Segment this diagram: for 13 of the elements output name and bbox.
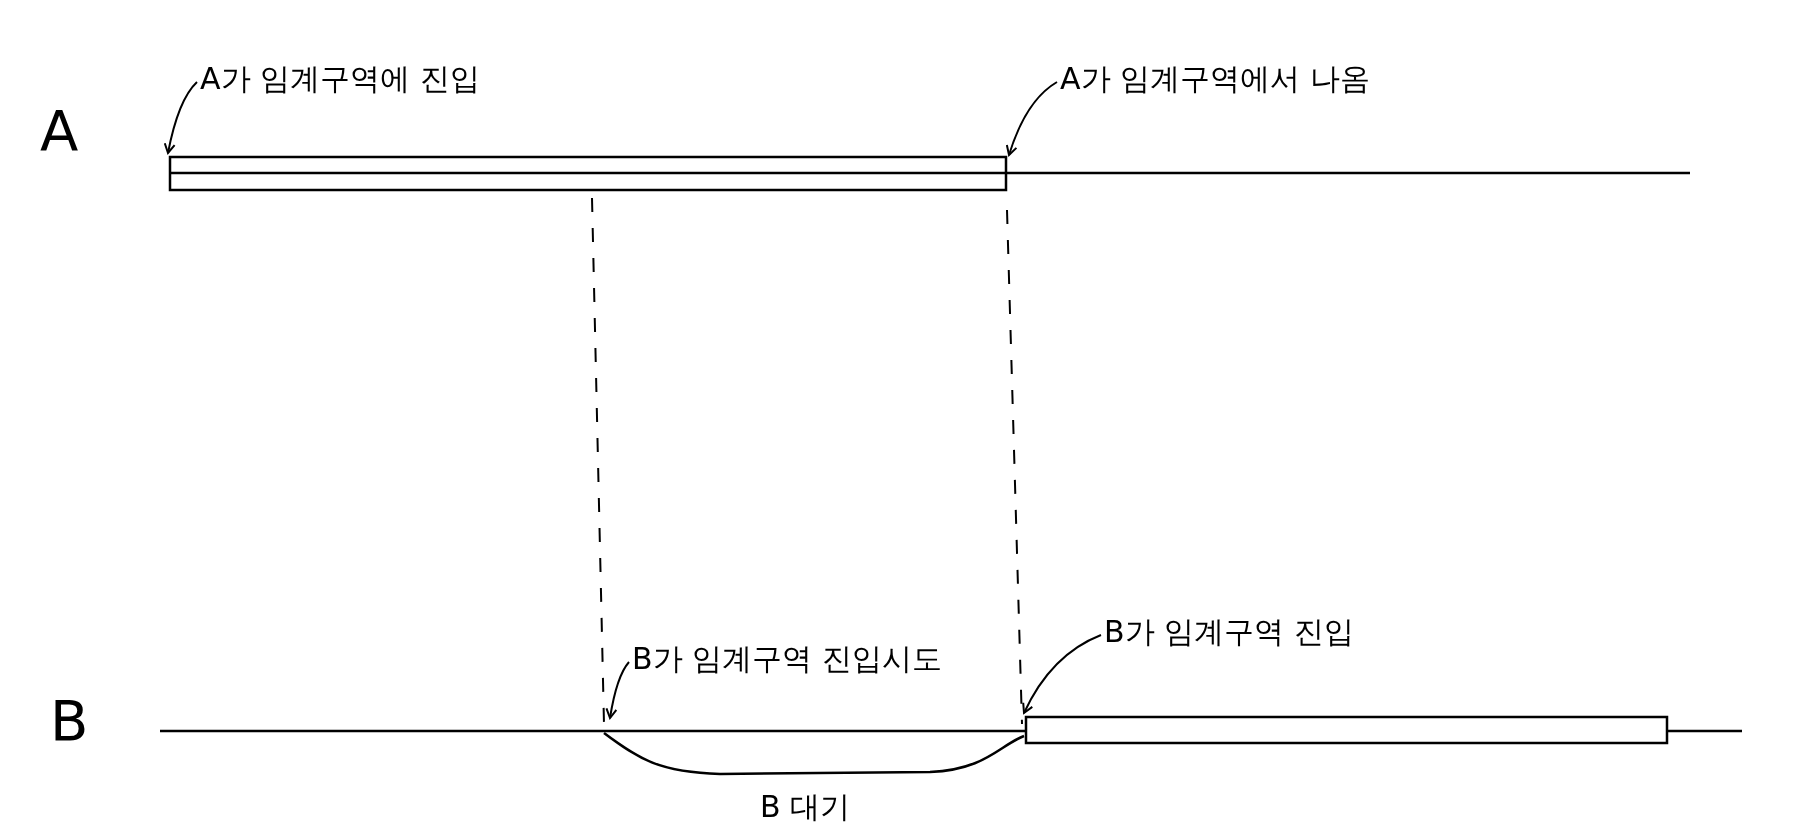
critical-section-bar xyxy=(1024,715,1669,745)
timeline-label: B xyxy=(50,690,89,752)
callout-text: A가 임계구역에 진입 xyxy=(200,62,480,95)
callout-text: A가 임계구역에서 나옴 xyxy=(1060,62,1370,95)
callout-text: B가 임계구역 진입 xyxy=(1104,615,1354,648)
leader-line xyxy=(163,81,198,154)
critical-section-bar xyxy=(168,155,1008,192)
leader-line xyxy=(605,661,630,719)
leader-line xyxy=(1006,81,1058,156)
timeline-label: A xyxy=(40,100,79,162)
leader-line xyxy=(1022,634,1102,714)
brace-label: B 대기 xyxy=(760,790,851,823)
callout-text: B가 임계구역 진입시도 xyxy=(632,642,942,675)
